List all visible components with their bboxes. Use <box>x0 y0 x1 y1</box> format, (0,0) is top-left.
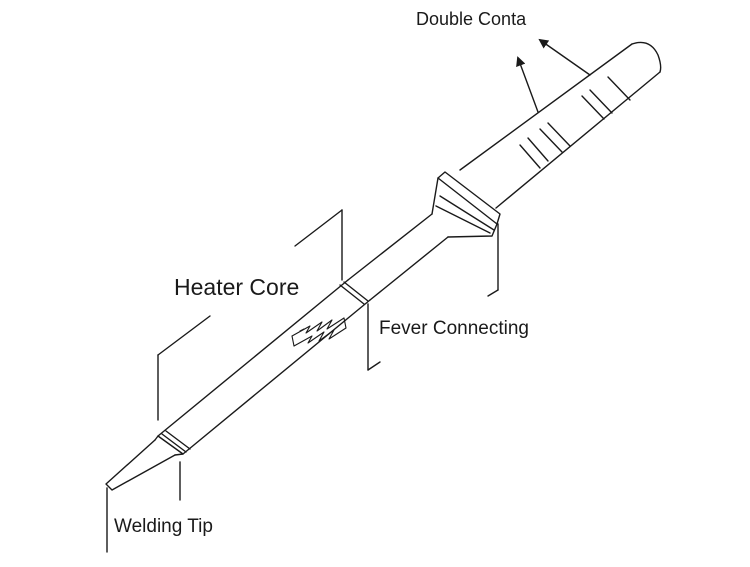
flange-collar <box>431 171 501 238</box>
welding-tip-bracket <box>106 461 181 553</box>
connector-sleeve <box>459 41 662 209</box>
double-contact-arrows <box>516 38 591 113</box>
welding-tip-shape <box>105 435 184 491</box>
heater-core-label: Heater Core <box>174 274 300 300</box>
fever-connecting-bracket <box>367 223 499 371</box>
welding-tip-label: Welding Tip <box>114 516 213 537</box>
double-contact-label: Double Conta <box>416 9 527 29</box>
heater-core-bracket <box>157 209 343 421</box>
heater-core-shaft <box>157 279 371 455</box>
fever-connecting-shaft <box>347 213 449 301</box>
fever-connecting-label: Fever Connecting <box>379 318 529 339</box>
brand-logo-icon <box>291 317 347 347</box>
